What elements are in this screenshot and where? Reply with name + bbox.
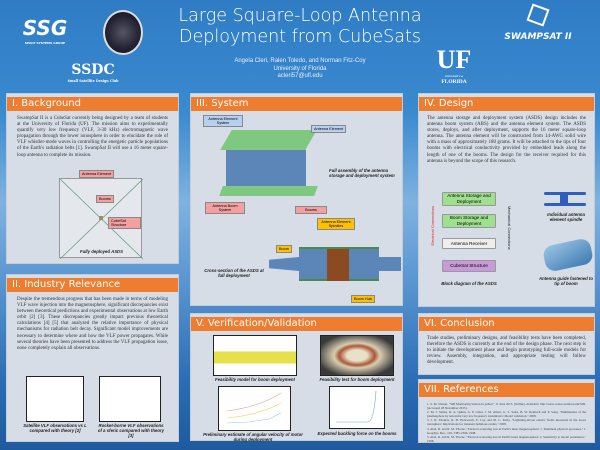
caption: Feasibility test for boom deployment — [319, 377, 395, 382]
reference-list: 1. S. M. Station, "SID Monitoring Statio… — [419, 397, 594, 443]
asds-cross-section-model — [269, 239, 401, 289]
label-boom: Boom — [276, 245, 292, 253]
reference-item: 4. Abel, R. and R. M. Thorne, "Electron … — [427, 426, 586, 435]
mechanical-connections-label: Mechanical Connections — [507, 206, 512, 250]
caption: Block diagram of the ASDS — [441, 281, 497, 286]
feasibility-test-photo — [320, 335, 394, 376]
swampsat-logo: SWAMPSAT II — [488, 3, 588, 50]
uf-logo-text: UF — [436, 45, 472, 74]
reference-item: 1. S. M. Station, "SID Monitoring Statio… — [427, 402, 586, 411]
block-boom-storage: Boom Storage and Deployment — [442, 214, 496, 228]
section-heading: VI. Conclusion — [419, 317, 594, 331]
poster-title: Large Square-Loop Antenna Deployment fro… — [150, 6, 450, 48]
design-body: The antenna storage and deployment syste… — [427, 116, 586, 164]
email: acleri57@ufl.edu — [277, 73, 323, 79]
ssg-logo: SSG SPACE SYSTEMS GROUP — [14, 16, 76, 52]
ssg-logo-text: SSG — [22, 16, 68, 40]
title-line-1: Large Square-Loop Antenna — [178, 6, 422, 26]
angular-velocity-chart — [218, 386, 291, 431]
conclusion-panel: VI. Conclusion Trade studies, preliminar… — [418, 313, 595, 375]
ssdc-logo: SSDC Small Satellite Design Club — [58, 61, 128, 84]
background-panel: I. Background SwampSat II is a CubeSat c… — [6, 93, 179, 264]
label-antenna-element: Antenna Element — [79, 170, 115, 178]
caption: Expected buckling force on the booms — [317, 431, 397, 436]
affiliation: University of Florida — [273, 65, 327, 72]
ssg-logo-subtitle: SPACE SYSTEMS GROUP — [24, 41, 66, 45]
ssdc-logo-subtitle: Small Satellite Design Club — [67, 79, 119, 83]
reference-item: 3. J. R. Thomas, R. H. Holzworth, E. Lay… — [427, 418, 586, 427]
boom-cross-lines — [60, 179, 143, 259]
electrical-connections-label: Electrical Connections — [430, 206, 435, 246]
feasibility-model-photo — [213, 335, 297, 376]
verification-panel: V. Verification/Validation Feasibility m… — [190, 313, 403, 443]
deployed-asds-diagram: Booms CubeSat Structure Fully deployed A… — [59, 178, 143, 259]
caption: Fully deployed ASDS — [79, 249, 124, 254]
author-block: Angela Cleri, Ralen Toledo, and Norman F… — [200, 58, 400, 81]
title-line-2: Deployment from CubeSats — [179, 27, 421, 47]
section-heading: IV. Design — [419, 97, 594, 111]
background-body: SwampSat II is a CubeSat currently being… — [17, 116, 168, 158]
satellite-vlf-plot — [26, 376, 84, 422]
caption: Individual antenna element spindle — [547, 212, 585, 223]
section-heading: III. System — [191, 97, 402, 111]
asds-assembly-model — [216, 130, 326, 200]
label-booms: Booms — [295, 206, 327, 214]
caption: Cross-section of the ASDS at full deploy… — [204, 268, 264, 279]
caption: Satellite VLF observations vs L compared… — [23, 423, 87, 434]
label-antenna-boom-system: Antenna Boom System — [205, 202, 245, 214]
buckling-force-curve — [336, 390, 377, 423]
label-antenna-element-spindles: Antenna Element Spindles — [317, 218, 355, 230]
label-antenna-element: Antenna Element — [311, 125, 347, 133]
uf-logo: UF UNIVERSITY of FLORIDA — [436, 44, 472, 86]
conclusion-body: Trade studies, preliminary designs, and … — [427, 336, 586, 366]
industry-body: Despite the tremendous progress that has… — [17, 297, 168, 351]
section-heading: I. Background — [7, 97, 178, 111]
system-panel: III. System Antenna Element System Anten… — [190, 93, 403, 306]
authors: Angela Cleri, Ralen Toledo, and Norman F… — [234, 58, 366, 64]
label-boom-hub: Boom Hub — [351, 295, 375, 303]
reference-item: 2. M. J. Starks, R. A. Quinn, G. P. Gine… — [427, 410, 586, 419]
rocket-vlf-plot — [99, 376, 161, 422]
section-heading: VII. References — [419, 383, 594, 397]
caption: Full assembly of the antenna storage and… — [329, 168, 395, 179]
cubesat-icon — [526, 3, 550, 27]
angular-velocity-curves — [226, 392, 282, 424]
block-cubesat-structure: CubeSat Structure — [442, 260, 496, 272]
section-heading: V. Verification/Validation — [191, 317, 402, 331]
caption: Rocket-borne VLF observations of a sferi… — [97, 423, 165, 439]
caption: Preliminary estimate of angular velocity… — [203, 432, 303, 443]
antenna-guide-model — [541, 237, 595, 273]
label-antenna-element-system: Antenna Element System — [203, 115, 243, 127]
block-antenna-receiver: Antenna Receiver — [442, 238, 496, 249]
industry-panel: II. Industry Relevance Despite the treme… — [6, 274, 179, 442]
swampsat-logo-text: SWAMPSAT II — [504, 32, 572, 42]
buckling-force-chart — [329, 386, 385, 429]
caption: Antenna guide fastened to tip of boom — [539, 276, 593, 287]
caption: Feasibility model for boom deployment — [215, 377, 295, 382]
mission-patch-logo — [103, 10, 143, 55]
references-panel: VII. References 1. S. M. Station, "SID M… — [418, 379, 595, 443]
design-panel: IV. Design The antenna storage and deplo… — [418, 93, 595, 307]
section-heading: II. Industry Relevance — [7, 278, 178, 292]
reference-item: 5. Abel, R. and R. M. Thorne, "Electron … — [427, 434, 586, 443]
block-antenna-storage: Antenna Storage and Deployment — [442, 192, 496, 206]
antenna-spindle-model — [544, 192, 586, 206]
uf-logo-sub2: FLORIDA — [441, 78, 467, 85]
label-booms: Booms — [96, 195, 114, 203]
uf-logo-sub1: UNIVERSITY of — [444, 75, 464, 78]
ssdc-logo-text: SSDC — [71, 62, 115, 78]
label-cubesat-structure: CubeSat Structure — [108, 217, 141, 229]
